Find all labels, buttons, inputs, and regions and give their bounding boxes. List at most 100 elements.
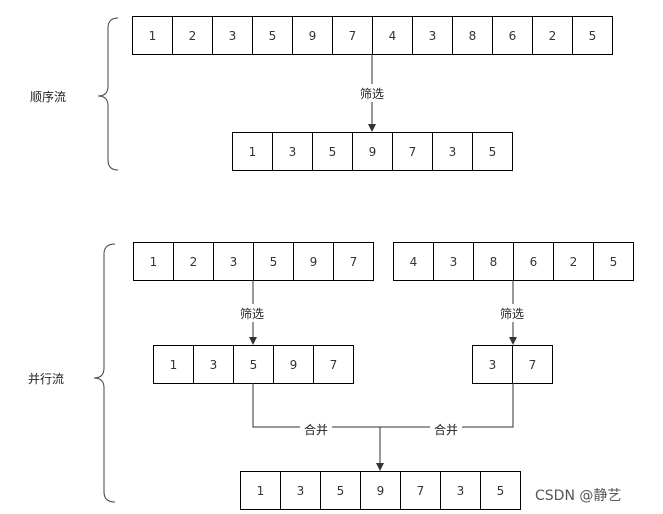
cell-value: 6 xyxy=(509,29,517,43)
cell-box xyxy=(432,132,473,171)
filter-label-bg xyxy=(356,84,388,102)
cell-value: 3 xyxy=(450,255,458,269)
cell-value: 3 xyxy=(230,255,238,269)
parallel-filtered-right-cell: 3 xyxy=(472,345,513,384)
parallel-merge-left-label: 合并 xyxy=(304,422,328,437)
cell-box xyxy=(292,16,333,55)
cell-value: 4 xyxy=(410,255,418,269)
sequential-stream-label: 顺序流 xyxy=(30,89,66,104)
sequential-input-cell: 5 xyxy=(572,16,613,55)
cell-value: 2 xyxy=(190,255,198,269)
cell-value: 5 xyxy=(269,29,277,43)
cell-value: 1 xyxy=(150,255,158,269)
parallel-chunk-right-cell: 8 xyxy=(473,242,514,281)
cell-value: 5 xyxy=(270,255,278,269)
cell-value: 3 xyxy=(457,484,465,498)
cell-box xyxy=(320,471,361,510)
cell-value: 5 xyxy=(589,29,597,43)
parallel-chunk-right-cell: 3 xyxy=(433,242,474,281)
parallel-merge-right-connector xyxy=(380,383,514,428)
cell-box xyxy=(280,471,321,510)
parallel-brace xyxy=(93,243,116,503)
cell-box xyxy=(232,132,273,171)
parallel-output-cell: 5 xyxy=(320,471,361,510)
parallel-stream-label: 并行流 xyxy=(28,372,64,386)
cell-box xyxy=(273,345,314,384)
cell-value: 9 xyxy=(290,358,298,372)
parallel-chunk-left-cell: 7 xyxy=(333,242,374,281)
cell-value: 5 xyxy=(250,358,258,372)
filter-left-label-bg xyxy=(237,304,269,322)
cell-box xyxy=(492,16,533,55)
cell-value: 1 xyxy=(257,484,265,498)
cell-value: 7 xyxy=(350,255,358,269)
cell-value: 7 xyxy=(330,358,338,372)
parallel-output-cell: 1 xyxy=(240,471,281,510)
cell-box xyxy=(452,16,493,55)
filter-right-label-bg xyxy=(497,304,529,322)
cell-box xyxy=(212,16,253,55)
parallel-chunk-right-cell: 6 xyxy=(513,242,554,281)
parallel-chunk-left-cell: 3 xyxy=(213,242,254,281)
cell-value: 1 xyxy=(170,358,178,372)
cell-value: 3 xyxy=(229,29,237,43)
sequential-input-cell: 8 xyxy=(452,16,493,55)
cell-value: 2 xyxy=(570,255,578,269)
watermark-text: CSDN @静艺 xyxy=(535,488,621,504)
cell-box xyxy=(472,132,513,171)
cell-box xyxy=(172,16,213,55)
merge-left-label-bg xyxy=(300,420,332,438)
sequential-output-cell: 1 xyxy=(232,132,273,171)
sequential-input-cell: 2 xyxy=(532,16,573,55)
cell-box xyxy=(572,16,613,55)
sequential-output-cell: 5 xyxy=(312,132,353,171)
parallel-merge-right-label: 合并 xyxy=(434,422,458,437)
parallel-filtered-right-cell: 7 xyxy=(512,345,553,384)
cell-value: 7 xyxy=(417,484,425,498)
parallel-output-cell: 3 xyxy=(440,471,481,510)
cell-box xyxy=(272,132,313,171)
cell-box xyxy=(412,16,453,55)
parallel-chunk-left-cell: 2 xyxy=(173,242,214,281)
sequential-input-cell: 1 xyxy=(132,16,173,55)
cell-value: 5 xyxy=(329,145,337,159)
cell-box xyxy=(372,16,413,55)
cell-value: 3 xyxy=(489,358,497,372)
cell-box xyxy=(480,471,521,510)
sequential-output-cell: 3 xyxy=(272,132,313,171)
parallel-output-cell: 7 xyxy=(400,471,441,510)
parallel-filtered-left-cell: 7 xyxy=(313,345,354,384)
cell-box xyxy=(473,242,514,281)
cell-value: 7 xyxy=(349,29,357,43)
cell-box xyxy=(513,242,554,281)
sequential-output-cell: 7 xyxy=(392,132,433,171)
cell-box xyxy=(433,242,474,281)
cell-box xyxy=(133,242,174,281)
parallel-chunk-left-cell: 1 xyxy=(133,242,174,281)
cell-value: 1 xyxy=(249,145,257,159)
cell-box xyxy=(512,345,553,384)
sequential-filter-label: 筛选 xyxy=(360,86,384,101)
parallel-output-cell: 9 xyxy=(360,471,401,510)
parallel-filtered-left-cell: 9 xyxy=(273,345,314,384)
sequential-input-cell: 2 xyxy=(172,16,213,55)
sequential-input-cell: 9 xyxy=(292,16,333,55)
cell-box xyxy=(332,16,373,55)
cell-box xyxy=(593,242,634,281)
cell-box xyxy=(472,345,513,384)
sequential-input-cell: 4 xyxy=(372,16,413,55)
cell-value: 7 xyxy=(409,145,417,159)
parallel-filtered-left-cell: 5 xyxy=(233,345,274,384)
cell-box xyxy=(313,345,354,384)
parallel-output-cell: 5 xyxy=(480,471,521,510)
cell-value: 5 xyxy=(337,484,345,498)
cell-box xyxy=(352,132,393,171)
cell-value: 4 xyxy=(389,29,397,43)
cell-box xyxy=(253,242,294,281)
cell-value: 9 xyxy=(377,484,385,498)
cell-value: 7 xyxy=(529,358,537,372)
merge-right-label-bg xyxy=(430,420,462,438)
cell-box xyxy=(360,471,401,510)
cell-value: 6 xyxy=(530,255,538,269)
